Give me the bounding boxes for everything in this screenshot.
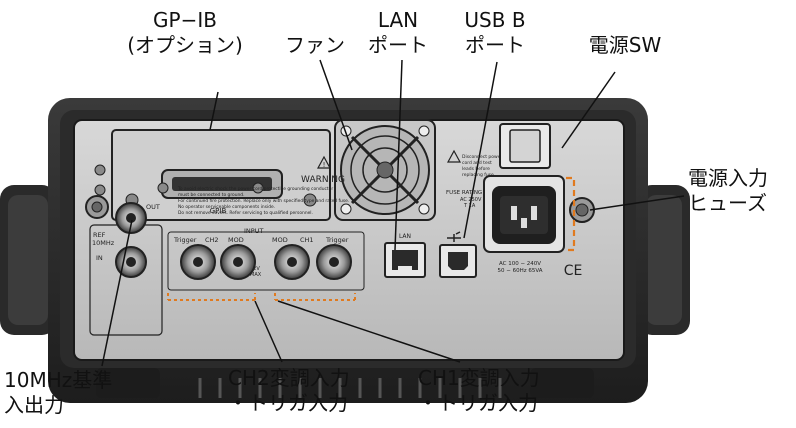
- ref-out-label: OUT: [146, 203, 160, 211]
- ch1-mod-bnc[interactable]: [274, 244, 310, 280]
- svg-text:!: !: [323, 161, 326, 169]
- callout-fan: ファン: [285, 33, 345, 57]
- fan-grille: [334, 119, 436, 221]
- gpib-port: GPIB: [111, 129, 331, 221]
- power-switch[interactable]: [499, 123, 551, 169]
- disconnect-line-4: replacing fuse: [462, 172, 494, 178]
- callout-ch2-mod: CH2変調入力 ・トリガ入力: [228, 366, 350, 415]
- left-handle: [0, 185, 56, 335]
- max-voltage-label: 42V: [250, 266, 260, 272]
- ch1-label: CH1: [300, 236, 314, 244]
- fuse-rating-title: FUSE RATING: [446, 190, 482, 196]
- trigger-right-label: Trigger: [325, 236, 349, 244]
- ref-in-label: IN: [96, 254, 103, 262]
- callout-usb: USB B ポート: [464, 8, 526, 57]
- warning-line-1: To avoid electric shock the power cord p…: [177, 186, 333, 192]
- ref-in-bnc[interactable]: [115, 246, 147, 278]
- right-handle: [638, 185, 690, 335]
- max-label: MAX: [250, 272, 262, 278]
- ch2-trigger-bnc[interactable]: [180, 244, 216, 280]
- callout-power-sw: 電源SW: [588, 33, 662, 57]
- warning-line-5: Do not remove covers. Refer servicing to…: [178, 210, 313, 216]
- lan-port[interactable]: LAN: [384, 233, 426, 278]
- warning-line-2: must be connected to ground.: [178, 192, 244, 198]
- disconnect-line-3: leads before: [462, 166, 490, 172]
- power-inlet: [483, 175, 565, 253]
- power-inlet-bracket: [566, 176, 576, 252]
- disconnect-line-1: Disconnect power: [462, 154, 502, 160]
- usb-symbol-icon: [447, 231, 461, 242]
- mod-left-label: MOD: [228, 236, 244, 244]
- ch2-label: CH2: [205, 236, 219, 244]
- ref-out-bnc[interactable]: [115, 202, 147, 234]
- ch2-mod-bnc[interactable]: [220, 244, 256, 280]
- callout-lan: LAN ポート: [368, 8, 428, 57]
- warning-line-3: For continued fire protection. Replace o…: [178, 198, 349, 204]
- lan-panel-label: LAN: [399, 233, 411, 240]
- mod-right-label: MOD: [272, 236, 288, 244]
- ground-screw-left: [85, 195, 109, 219]
- ce-mark: CE: [564, 263, 583, 279]
- ac-rating-line-2: 50 − 60Hz 65VA: [497, 268, 542, 274]
- ref-label: REF: [93, 231, 106, 239]
- ch1-trigger-bnc[interactable]: [316, 244, 352, 280]
- ref-freq-label: 10MHz: [92, 239, 115, 247]
- warning-label: ! WARNING To avoid electric shock the po…: [177, 155, 349, 216]
- callout-ref-io: 10MHz基準 入出力: [4, 368, 113, 417]
- ac-rating-line-1: AC 100 − 240V: [499, 261, 541, 267]
- trigger-left-label: Trigger: [173, 236, 197, 244]
- callout-power-inlet: 電源入力 ヒューズ: [688, 166, 768, 215]
- callout-gpib: GP−IB (オプション): [127, 8, 243, 57]
- disconnect-line-2: cord and test: [462, 160, 492, 166]
- input-label: INPUT: [244, 227, 263, 235]
- warning-line-4: No operator serviceable components insid…: [178, 204, 275, 210]
- callout-ch1-mod: CH1変調入力 ・トリガ入力: [418, 366, 540, 415]
- bnc-input-panel: Trigger CH2 MOD INPUT MOD CH1 Trigger 42…: [167, 227, 365, 291]
- usb-b-port[interactable]: [439, 231, 477, 278]
- gpib-panel-label: GPIB: [210, 207, 227, 215]
- warning-title: WARNING: [301, 175, 345, 185]
